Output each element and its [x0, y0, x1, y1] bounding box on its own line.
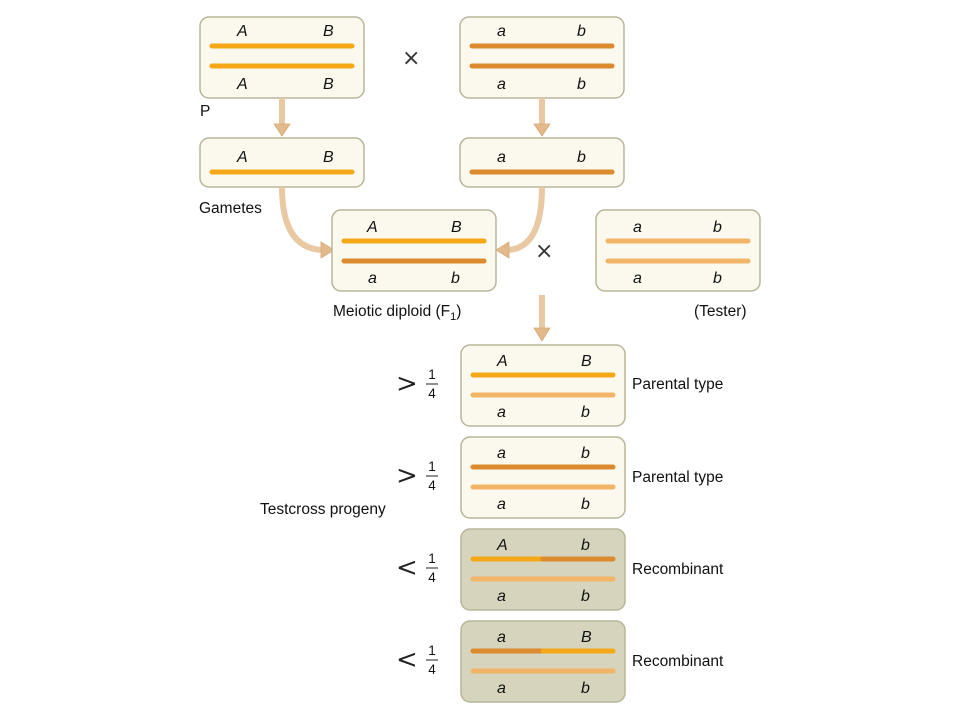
fraction-denominator: 4	[428, 662, 436, 677]
progeny-chromosome-box	[460, 436, 626, 519]
relation-symbol: <	[396, 645, 418, 675]
parent-left-chromosome-box: A B A B	[199, 16, 365, 99]
relation-symbol: >	[396, 369, 418, 399]
p-generation-label: P	[200, 103, 210, 120]
allele-label: a	[497, 629, 506, 646]
progeny-type-label: Recombinant	[632, 561, 724, 578]
allele-label: A	[236, 76, 248, 93]
arrow-cross-to-progeny	[533, 295, 551, 342]
allele-label: A	[236, 149, 248, 166]
allele-label: b	[713, 219, 722, 236]
allele-label: A	[496, 537, 508, 554]
allele-label: b	[581, 445, 590, 462]
allele-label: a	[497, 680, 506, 697]
progeny-chromosome-box	[460, 344, 626, 427]
cross-symbol: ×	[402, 46, 420, 71]
fraction-numerator: 1	[428, 551, 436, 566]
progeny-type-label: Parental type	[632, 469, 723, 486]
allele-label: b	[581, 404, 590, 421]
allele-label: B	[323, 149, 334, 166]
allele-label: a	[368, 270, 377, 287]
gametes-label: Gametes	[199, 200, 262, 217]
arrow-gamete-right-to-f1	[495, 186, 545, 259]
fraction-denominator: 4	[428, 478, 436, 493]
f1-chromosome-box: A B a b	[331, 209, 497, 292]
allele-label: a	[633, 219, 642, 236]
recombinant-chromosome-box	[460, 528, 626, 611]
arrow-parent-to-gamete-left	[273, 98, 291, 137]
allele-label: a	[497, 404, 506, 421]
allele-label: a	[497, 149, 506, 166]
cross-symbol: ×	[535, 239, 553, 264]
relation-symbol: >	[396, 461, 418, 491]
allele-label: a	[497, 76, 506, 93]
gamete-right-box: a b	[459, 137, 625, 188]
fraction-numerator: 1	[428, 459, 436, 474]
arrow-gamete-left-to-f1	[279, 186, 335, 259]
f1-label: Meiotic diploid (F1)	[333, 303, 461, 323]
fraction-numerator: 1	[428, 367, 436, 382]
gamete-left-box: A B	[199, 137, 365, 188]
allele-label: A	[366, 219, 378, 236]
fraction-denominator: 4	[428, 570, 436, 585]
allele-label: B	[581, 353, 592, 370]
allele-label: B	[323, 23, 334, 40]
allele-label: b	[577, 76, 586, 93]
allele-label: a	[633, 270, 642, 287]
allele-label: b	[713, 270, 722, 287]
allele-label: b	[451, 270, 460, 287]
progeny-type-label: Recombinant	[632, 653, 724, 670]
fraction-numerator: 1	[428, 643, 436, 658]
allele-label: B	[323, 76, 334, 93]
parent-right-chromosome-box: a b a b	[459, 16, 625, 99]
progeny-row-4: < 1 4 a B a b Recombinant	[396, 620, 724, 703]
allele-label: b	[581, 537, 590, 554]
testcross-progeny-label: Testcross progeny	[260, 501, 386, 518]
progeny-type-label: Parental type	[632, 376, 723, 393]
tester-label: (Tester)	[694, 303, 747, 320]
fraction-denominator: 4	[428, 386, 436, 401]
tester-chromosome-box: a b a b	[595, 209, 761, 292]
allele-label: b	[581, 588, 590, 605]
allele-label: b	[581, 680, 590, 697]
allele-label: B	[451, 219, 462, 236]
relation-symbol: <	[396, 553, 418, 583]
allele-label: A	[236, 23, 248, 40]
progeny-row-1: > 1 4 A B a b Parental type	[396, 344, 723, 427]
progeny-row-2: > 1 4 a b a b Parental type	[396, 436, 723, 519]
allele-label: a	[497, 588, 506, 605]
recombinant-chromosome-box	[460, 620, 626, 703]
allele-label: a	[497, 445, 506, 462]
allele-label: b	[577, 149, 586, 166]
allele-label: a	[497, 23, 506, 40]
arrow-parent-to-gamete-right	[533, 98, 551, 137]
allele-label: b	[581, 496, 590, 513]
allele-label: A	[496, 353, 508, 370]
allele-label: a	[497, 496, 506, 513]
progeny-row-3: < 1 4 A b a b Recombinant	[396, 528, 724, 611]
allele-label: b	[577, 23, 586, 40]
allele-label: B	[581, 629, 592, 646]
